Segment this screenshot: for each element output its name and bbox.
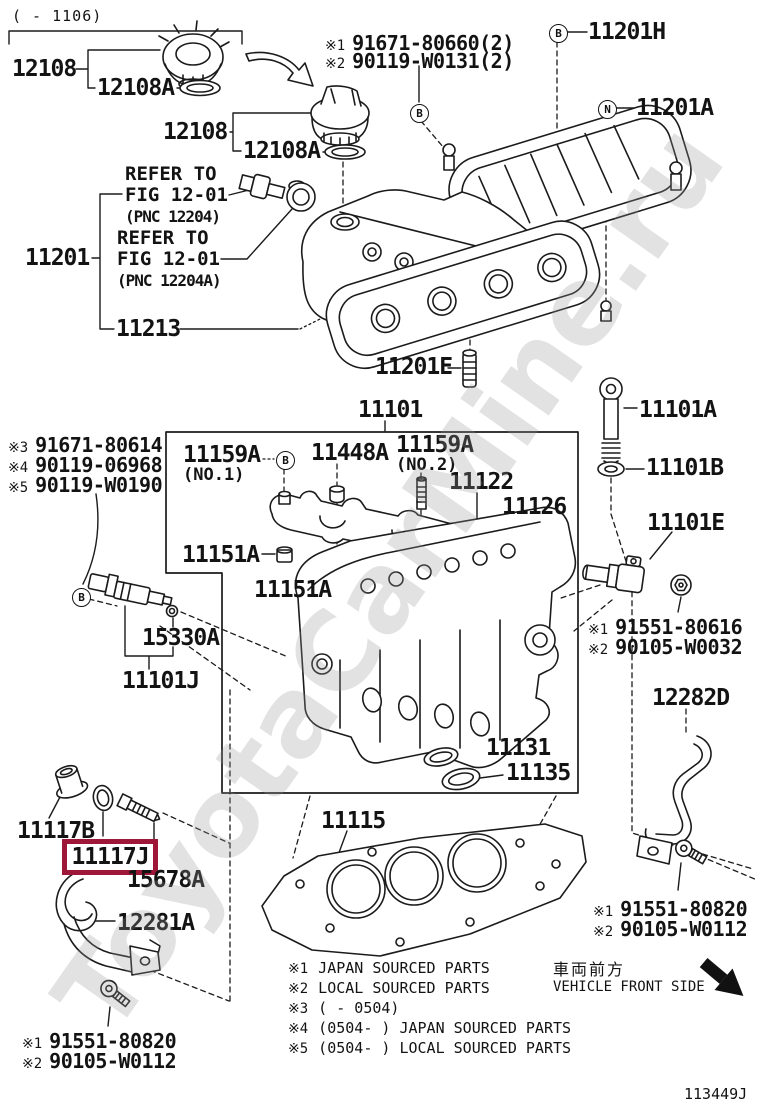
ocv-oring-drawing: [165, 604, 179, 618]
callout-11101[interactable]: 11101: [358, 397, 423, 423]
head-bolt-drawing: [599, 377, 623, 466]
s-bracket-drawing: [636, 735, 712, 865]
s-bracket-bolt-drawing: [675, 839, 708, 865]
oil-cap-early-gasket-drawing: [179, 79, 221, 97]
oring-drawing: [92, 784, 114, 812]
marker-b-11159A: B: [276, 451, 295, 470]
callout-11101B[interactable]: 11101B: [646, 455, 724, 481]
legend-row-2: ※2 LOCAL SOURCED PARTS: [288, 979, 490, 997]
callout-11115[interactable]: 11115: [321, 808, 386, 834]
note-90119-06968: ※4 90119-06968: [8, 453, 163, 477]
marker-b-15330A: B: [72, 588, 91, 607]
note-91551-80616: ※1 91551-80616: [588, 615, 743, 639]
figure-code: 113449J: [684, 1085, 748, 1103]
cam-seal-ring-drawing: [423, 747, 459, 767]
hook-bracket-drawing: [55, 870, 161, 976]
callout-11213[interactable]: 11213: [116, 316, 181, 342]
range-bracket: [8, 30, 243, 45]
note-91671-80660: ※1 91671-80660(2): [325, 31, 514, 55]
oil-control-valve-drawing: [87, 573, 173, 606]
oil-cap-early-drawing: [158, 20, 230, 90]
marker-n-11201A: N: [598, 100, 617, 119]
legend-row-4: ※4 (0504- ) JAPAN SOURCED PARTS: [288, 1019, 572, 1037]
note-90105-W0112-left: ※2 90105-W0112: [22, 1049, 177, 1073]
pcv-grommet-drawing: [286, 180, 316, 212]
callout-15330A[interactable]: 15330A: [142, 625, 220, 651]
highlighted-part-box[interactable]: 11117J: [62, 839, 158, 875]
refer-note-2: REFER TO FIG 12-01 (PNC 12204A): [117, 227, 222, 291]
callout-11131[interactable]: 11131: [486, 735, 551, 761]
callout-11117B[interactable]: 11117B: [17, 818, 95, 844]
applicability-range-note: ( - 1106): [12, 7, 103, 25]
note-90119-W0190: ※5 90119-W0190: [8, 473, 163, 497]
callout-15678A[interactable]: 15678A: [127, 867, 205, 893]
legend-row-3: ※3 ( - 0504): [288, 999, 400, 1017]
callout-11151A-2[interactable]: 11151A: [254, 577, 332, 603]
cylinder-head-drawing: [294, 506, 577, 769]
spark-tube-seal-drawing: [54, 764, 89, 799]
cam-sensor-drawing: [582, 555, 646, 594]
callout-11448A[interactable]: 11448A: [311, 440, 389, 466]
cover-gasket-drawing: [325, 220, 601, 370]
callout-11126[interactable]: 11126: [502, 494, 567, 520]
note-91551-80820-left: ※1 91551-80820: [22, 1029, 177, 1053]
callout-11201H[interactable]: 11201H: [588, 19, 666, 45]
callout-11101E[interactable]: 11101E: [647, 510, 725, 536]
callout-11117J[interactable]: 11117J: [71, 844, 149, 870]
refer-note-1: REFER TO FIG 12-01 (PNC 12204): [125, 163, 228, 227]
oil-cap-late-drawing: [310, 85, 370, 146]
callout-11122[interactable]: 11122: [449, 469, 514, 495]
head-group-box: [165, 431, 579, 794]
valve-cover-studs-drawing: [442, 143, 683, 322]
callout-12108-late[interactable]: 12108: [163, 119, 228, 145]
callout-11159A-no2-sub: (NO.2): [396, 455, 458, 475]
callout-12108-early[interactable]: 12108: [12, 56, 77, 82]
callout-11159A-no1-sub: (NO.1): [183, 465, 245, 485]
legend-row-1: ※1 JAPAN SOURCED PARTS: [288, 959, 490, 977]
callout-11101A[interactable]: 11101A: [639, 397, 717, 423]
vehicle-front-note-en: VEHICLE FRONT SIDE: [553, 979, 705, 995]
callout-12108A-early[interactable]: 12108A: [97, 75, 175, 101]
callout-11101J[interactable]: 11101J: [122, 668, 200, 694]
callout-12282D[interactable]: 12282D: [652, 685, 730, 711]
callout-11201A[interactable]: 11201A: [636, 95, 714, 121]
sensor-bolt-drawing: [670, 574, 692, 596]
callout-11159A-no1[interactable]: 11159A: [183, 442, 261, 468]
cover-stud-drawing: [462, 349, 477, 388]
hook-bracket-bolt-drawing: [100, 979, 131, 1008]
note-90105-W0032: ※2 90105-W0032: [588, 635, 743, 659]
vehicle-front-note-jp: 車両前方: [553, 960, 626, 979]
callout-12281A[interactable]: 12281A: [117, 910, 195, 936]
oil-cap-late-gasket-drawing: [324, 144, 366, 160]
head-gasket-drawing: [261, 823, 587, 957]
callout-11159A-no2[interactable]: 11159A: [396, 432, 474, 458]
callout-11135[interactable]: 11135: [506, 760, 571, 786]
pcv-valve-drawing: [238, 173, 286, 200]
callout-12108A-late[interactable]: 12108A: [243, 138, 321, 164]
note-90105-W0112-right: ※2 90105-W0112: [593, 917, 748, 941]
marker-b-cover-bolt: B: [410, 104, 429, 123]
head-stud-no2-drawing: [416, 476, 427, 510]
cam-seal-plug-drawing: [441, 767, 481, 791]
callout-11201[interactable]: 11201: [25, 245, 90, 271]
ring-pin-drawing-1: [276, 546, 293, 563]
note-91551-80820-right: ※1 91551-80820: [593, 897, 748, 921]
stud-bolt-drawing: [116, 793, 161, 823]
head-bolt-washer-drawing: [597, 461, 625, 477]
callout-11201E[interactable]: 11201E: [375, 354, 453, 380]
marker-b-11201H: B: [549, 24, 568, 43]
note-91671-80614: ※3 91671-80614: [8, 433, 163, 457]
legend-row-5: ※5 (0504- ) LOCAL SOURCED PARTS: [288, 1039, 572, 1057]
note-90119-W0131: ※2 90119-W0131(2): [325, 49, 514, 73]
callout-11151A-1[interactable]: 11151A: [182, 542, 260, 568]
curved-arrow-icon: [245, 51, 314, 87]
camshaft-cap-drawing: [329, 485, 345, 504]
front-direction-arrow-icon: [699, 957, 744, 996]
